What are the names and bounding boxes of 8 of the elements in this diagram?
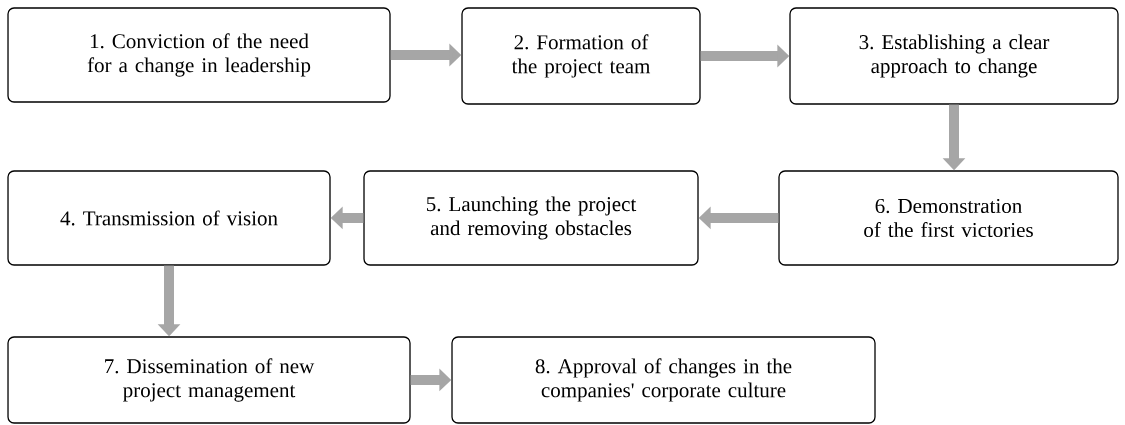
- step-box: 7. Dissemination of new project management: [7, 336, 411, 424]
- step-box: 4. Transmission of vision: [7, 170, 331, 266]
- step-box: 3. Establishing a clear approach to change: [789, 7, 1119, 105]
- step-box: 8. Approval of changes in the companies' corporate culture: [451, 336, 876, 424]
- step-box: 5. Launching the project and removing obstacles: [363, 170, 699, 266]
- step-box: 2. Formation of the project team: [461, 7, 701, 105]
- step-box: 1. Conviction of the need for a change in leadership: [7, 7, 391, 103]
- step-box: 6. Demonstration of the first victories: [778, 170, 1119, 266]
